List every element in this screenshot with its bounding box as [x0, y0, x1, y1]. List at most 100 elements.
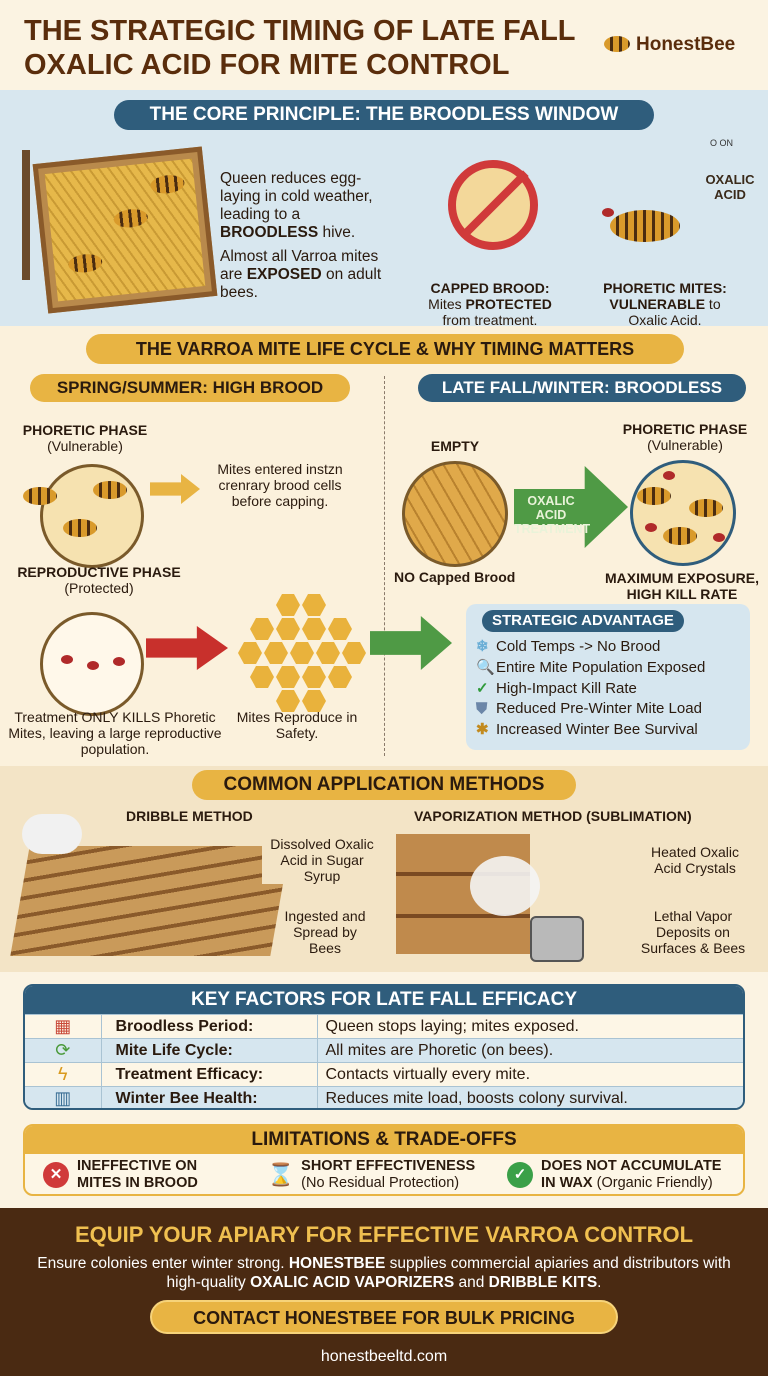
limitation-line2: MITES IN BROOD [77, 1175, 198, 1191]
mites-entered-text: Mites entered instzn crenrary brood cell… [217, 461, 343, 509]
factor-key: Treatment Efficacy: [101, 1062, 318, 1087]
factor-value: Reduces mite load, boosts colony surviva… [317, 1086, 743, 1108]
hourglass-icon: ⌛ [267, 1162, 295, 1187]
phoretic-title: PHORETIC MITES: [603, 280, 727, 296]
text: Mites [428, 296, 466, 312]
hospital-icon: ▥ [25, 1086, 102, 1108]
dribble-method-label: DRIBBLE METHOD [126, 808, 253, 824]
sublabel: (Vulnerable) [647, 437, 723, 453]
lightning-icon: ϟ [25, 1062, 102, 1087]
capped-title: CAPPED BROOD: [430, 280, 550, 296]
glove-hand-illustration [22, 814, 82, 854]
strategic-advantage-box: STRATEGIC ADVANTAGE ❄Cold Temps -> No Br… [466, 604, 750, 750]
lifecycle-section: THE VARROA MITE LIFE CYCLE & WHY TIMING … [0, 326, 768, 766]
text: Almost all Varroa mites are [220, 248, 379, 283]
label: PHORETIC PHASE [22, 422, 148, 438]
exposed-mites-illustration [630, 460, 736, 566]
check-icon: ✓ [476, 680, 489, 697]
table-row: ▥Winter Bee Health:Reduces mite load, bo… [25, 1086, 743, 1108]
treatment-arrow-label: OXALIC ACID TREATMENT [514, 494, 591, 536]
limitation-line1: SHORT EFFECTIVENESS [301, 1158, 476, 1174]
vapor-cloud-illustration [470, 856, 540, 916]
phoretic-bees-illustration [23, 464, 144, 568]
arrow-right-icon [150, 474, 200, 504]
text: hive. [318, 224, 356, 241]
phoretic-mites-text: PHORETIC MITES: VULNERABLE to Oxalic Aci… [585, 280, 745, 328]
limitation-item: ⌛ SHORT EFFECTIVENESS(No Residual Protect… [267, 1158, 507, 1192]
empty-comb-illustration [402, 461, 508, 567]
limitation-note: (No Residual Protection) [301, 1175, 460, 1191]
max-exposure-label: MAXIMUM EXPOSURE, HIGH KILL RATE [604, 570, 759, 602]
capped-brood-text: CAPPED BROOD: Mites PROTECTED from treat… [410, 280, 570, 328]
title-line-2: OXALIC ACID FOR MITE CONTROL [24, 49, 510, 81]
arrow-right-icon [146, 626, 228, 670]
methods-title: COMMON APPLICATION METHODS [192, 770, 576, 800]
advantage-text: High-Impact Kill Rate [496, 680, 637, 697]
text-bold: BROODLESS [220, 224, 319, 241]
heated-crystals-text: Heated Oxalic Acid Crystals [651, 844, 739, 876]
text-bold: EXPOSED [246, 266, 322, 283]
factor-value: All mites are Phoretic (on bees). [317, 1038, 743, 1063]
bee-icon: ✱ [476, 721, 489, 738]
dribble-hive-illustration [10, 846, 290, 956]
core-principle-section: THE CORE PRINCIPLE: THE BROODLESS WINDOW… [0, 90, 768, 328]
spring-summer-title: SPRING/SUMMER: HIGH BROOD [30, 374, 350, 402]
text: on adult bees. [220, 266, 382, 301]
late-fall-title: LATE FALL/WINTER: BROODLESS [418, 374, 746, 402]
vaporization-method-label: VAPORIZATION METHOD (SUBLIMATION) [414, 808, 692, 824]
text: Queen reduces egg-laying in cold weather… [220, 170, 373, 223]
advantage-item: ⛊Reduced Pre-Winter Mite Load [476, 700, 740, 717]
vaporizer-device-illustration [530, 916, 584, 962]
shield-icon: ⛊ [476, 700, 488, 717]
factor-key: Broodless Period: [101, 1014, 318, 1039]
key-factors-table: KEY FACTORS FOR LATE FALL EFFICACY ▦Broo… [23, 984, 745, 1110]
advantage-list: ❄Cold Temps -> No Brood🔍Entire Mite Popu… [476, 637, 740, 738]
hive-frame-illustration [32, 146, 218, 314]
text: Ensure colonies enter winter strong. [37, 1255, 289, 1272]
advantage-text: Entire Mite Population Exposed [496, 659, 706, 676]
text-bold: HONESTBEE [288, 1255, 386, 1272]
core-title: THE CORE PRINCIPLE: THE BROODLESS WINDOW [114, 100, 654, 130]
phoretic-phase-right-label: PHORETIC PHASE(Vulnerable) [610, 421, 760, 453]
text: supplies commercial apiaries and distrib… [166, 1255, 731, 1291]
exposed-text: Almost all Varroa mites are EXPOSED on a… [220, 248, 395, 302]
text: . [597, 1274, 602, 1291]
label: PHORETIC PHASE [622, 421, 748, 437]
tree-illustration [0, 130, 60, 280]
factor-key: Winter Bee Health: [101, 1086, 318, 1108]
limitation-line2: IN WAX [541, 1175, 593, 1191]
snowflake-icon: ❄ [476, 638, 489, 655]
no-capped-brood-icon [448, 160, 538, 250]
calendar-icon: ▦ [25, 1014, 102, 1039]
cycle-icon: ⟳ [25, 1038, 102, 1063]
bee-logo-icon [600, 30, 634, 56]
text-bold: PROTECTED [465, 296, 552, 312]
contact-button[interactable]: CONTACT HONESTBEE FOR BULK PRICING [150, 1300, 618, 1334]
footer-title: EQUIP YOUR APIARY FOR EFFECTIVE VARROA C… [74, 1222, 694, 1247]
website-link[interactable]: honestbeeltd.com [320, 1348, 448, 1365]
text: Oxalic Acid. [628, 312, 702, 328]
treatment-only-kills-text: Treatment ONLY KILLS Phoretic Mites, lea… [8, 709, 222, 757]
key-factors-title: KEY FACTORS FOR LATE FALL EFFICACY [25, 986, 743, 1014]
no-capped-brood-label: NO Capped Brood [394, 569, 516, 585]
sublabel: (Vulnerable) [47, 438, 123, 454]
text: and [454, 1274, 489, 1291]
limitations-box: LIMITATIONS & TRADE-OFFS ✕INEFFECTIVE ON… [23, 1124, 745, 1196]
text: from treatment. [442, 312, 538, 328]
capped-cells-illustration [40, 612, 144, 716]
lethal-vapor-text: Lethal Vapor Deposits on Surfaces & Bees [640, 908, 746, 956]
oxalic-acid-label: OXALIC ACID [705, 172, 755, 202]
advantage-text: Cold Temps -> No Brood [496, 638, 661, 655]
factor-value: Contacts virtually every mite. [317, 1062, 743, 1087]
factor-value: Queen stops laying; mites exposed. [317, 1014, 743, 1039]
empty-label: EMPTY [430, 438, 480, 454]
advantage-item: ❄ Cold Temps -> No Brood [476, 637, 740, 655]
honeycomb-mites-illustration [238, 588, 368, 718]
sublabel: (Protected) [64, 580, 134, 596]
broodless-text: Queen reduces egg-laying in cold weather… [220, 170, 400, 242]
divider [384, 376, 385, 756]
logo-text: HonestBee [636, 34, 736, 55]
label: REPRODUCTIVE PHASE [17, 564, 181, 580]
